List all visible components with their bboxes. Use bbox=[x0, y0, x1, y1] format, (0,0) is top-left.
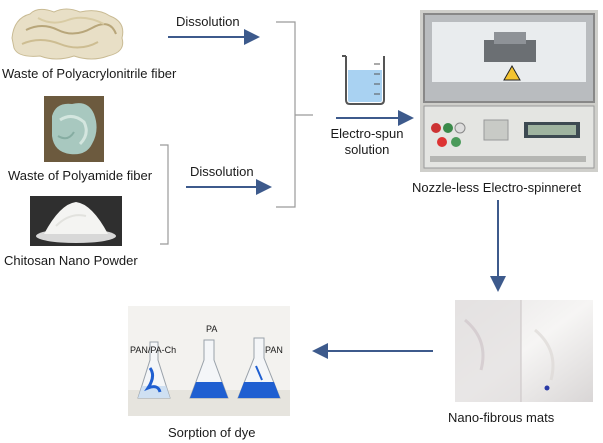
electrospinner-photo bbox=[420, 10, 598, 172]
group-bracket-right bbox=[276, 21, 296, 208]
label-pan-fiber: Waste of Polyacrylonitrile fiber bbox=[2, 66, 177, 81]
beaker-illustration bbox=[340, 52, 390, 106]
flask-label-pa: PA bbox=[206, 324, 218, 334]
label-pa-fiber: Waste of Polyamide fiber bbox=[8, 168, 153, 183]
label-electrospun-solution: Electro-spun solution bbox=[330, 126, 404, 157]
label-chitosan: Chitosan Nano Powder bbox=[4, 253, 138, 268]
label-dissolution-top: Dissolution bbox=[176, 14, 240, 29]
label-nanofibrous-mats: Nano-fibrous mats bbox=[448, 410, 555, 425]
pan-fiber-photo bbox=[8, 4, 128, 62]
chitosan-powder-photo bbox=[30, 196, 122, 246]
label-sorption-of-dye: Sorption of dye bbox=[168, 425, 256, 440]
label-dissolution-bottom: Dissolution bbox=[190, 164, 254, 179]
flask-label-pan: PAN bbox=[265, 345, 283, 355]
label-spinneret: Nozzle-less Electro-spinneret bbox=[412, 180, 582, 195]
flask-label-pan-pa-ch: PAN/PA-Ch bbox=[130, 345, 177, 355]
pa-fiber-photo bbox=[44, 96, 104, 162]
nanofibrous-mats-photo bbox=[455, 300, 593, 402]
group-bracket-left bbox=[160, 144, 169, 245]
dye-sorption-photo bbox=[128, 306, 290, 416]
